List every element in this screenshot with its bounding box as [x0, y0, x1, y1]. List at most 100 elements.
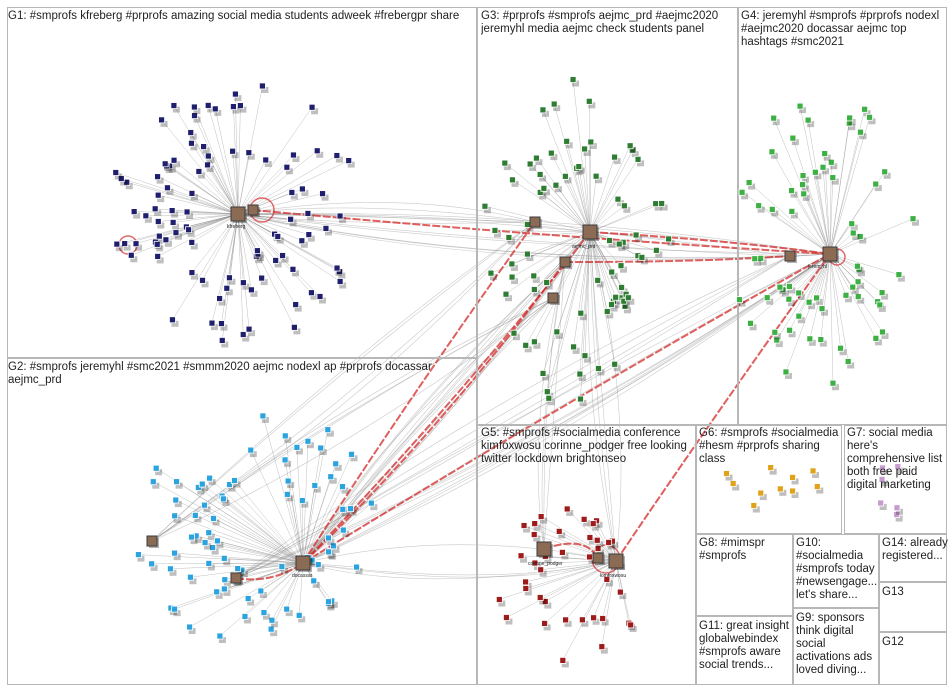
node-shadow	[195, 536, 203, 543]
node-shadow	[572, 347, 580, 354]
node	[796, 102, 804, 110]
node-shadow	[773, 333, 781, 340]
node-shadow	[329, 477, 337, 484]
node-shadow	[327, 602, 335, 609]
edge-intergroup	[302, 297, 554, 564]
edge-spoke	[539, 174, 591, 233]
node-shadow	[214, 109, 222, 116]
node	[268, 616, 276, 624]
node-shadow	[529, 165, 537, 172]
node	[592, 172, 600, 180]
node-shadow	[301, 501, 309, 508]
edge-spoke	[237, 213, 309, 235]
node-shadow	[292, 156, 300, 163]
edge-strong	[564, 255, 791, 264]
node	[789, 474, 796, 481]
edge-spoke	[579, 231, 591, 375]
node-shadow	[294, 305, 302, 312]
node-shadow	[335, 156, 343, 163]
hub-node	[559, 256, 571, 268]
edge-intergroup	[151, 297, 554, 542]
node-shadow	[510, 264, 518, 271]
edge-strong	[615, 253, 831, 562]
node-shadow	[327, 604, 335, 611]
node-shadow	[741, 193, 749, 200]
node-shadow	[203, 506, 211, 513]
edge-spoke	[237, 159, 266, 215]
node	[617, 262, 625, 270]
edge-spoke	[494, 230, 591, 233]
edge-spoke	[573, 231, 591, 347]
node	[339, 526, 347, 534]
node-shadow	[228, 278, 236, 285]
edge-spoke	[829, 253, 849, 362]
node	[616, 588, 624, 596]
node-layer	[112, 76, 920, 668]
edge-intergroup	[587, 231, 617, 562]
edge-intergroup	[151, 221, 536, 542]
node	[283, 163, 291, 171]
node-shadow	[600, 647, 608, 654]
group-label-g13: G13	[882, 586, 904, 598]
edge-spoke	[209, 477, 304, 564]
node	[877, 499, 885, 507]
node	[736, 296, 743, 304]
node	[555, 527, 563, 535]
hub-kfreberg	[230, 206, 246, 222]
node-shadow	[912, 219, 920, 226]
edge-spoke	[758, 205, 831, 255]
node-shadow	[190, 194, 198, 201]
node-label-jeremyhl: jeremyhl	[808, 264, 827, 270]
node-shadow	[788, 331, 796, 338]
edge-spoke	[551, 153, 591, 233]
node	[188, 239, 196, 246]
edge-spoke	[821, 253, 831, 309]
node-shadow	[790, 191, 798, 198]
node	[577, 395, 584, 403]
node-shadow	[808, 339, 816, 346]
node-shadow	[125, 183, 133, 190]
node	[745, 179, 753, 186]
node	[234, 565, 242, 573]
group-box-g2	[7, 358, 477, 685]
node-shadow	[839, 349, 847, 356]
edge-spoke	[207, 105, 239, 215]
node	[522, 578, 529, 586]
node-shadow	[332, 546, 340, 553]
node-shadow	[766, 298, 774, 305]
node-shadow	[596, 541, 604, 548]
node	[530, 286, 538, 293]
node-shadow	[597, 369, 605, 376]
node-shadow	[575, 169, 583, 176]
group-box-g11	[696, 616, 793, 685]
edge-spoke	[237, 155, 337, 215]
node-shadow	[581, 620, 589, 627]
node	[311, 482, 319, 489]
node-shadow	[123, 244, 131, 251]
node-shadow	[881, 480, 889, 487]
node-shadow	[264, 160, 272, 167]
node	[788, 208, 796, 215]
node-shadow	[239, 106, 247, 113]
node	[241, 613, 249, 620]
node	[776, 485, 784, 493]
node-shadow	[753, 259, 761, 266]
node-shadow	[194, 516, 202, 523]
node	[846, 114, 854, 122]
node-shadow	[539, 598, 547, 605]
node	[878, 289, 886, 297]
node-shadow	[542, 374, 550, 381]
edge-spoke	[543, 188, 591, 233]
edge-intergroup	[543, 261, 566, 550]
node-shadow	[259, 592, 267, 599]
node	[289, 265, 297, 273]
edge-spoke	[829, 253, 883, 293]
node-shadow	[321, 194, 329, 201]
edge-spoke	[237, 213, 338, 269]
node	[339, 483, 346, 491]
node	[817, 336, 825, 343]
node	[541, 598, 549, 605]
edge-spoke	[208, 532, 304, 564]
node-shadow	[255, 257, 263, 264]
node	[586, 553, 593, 561]
